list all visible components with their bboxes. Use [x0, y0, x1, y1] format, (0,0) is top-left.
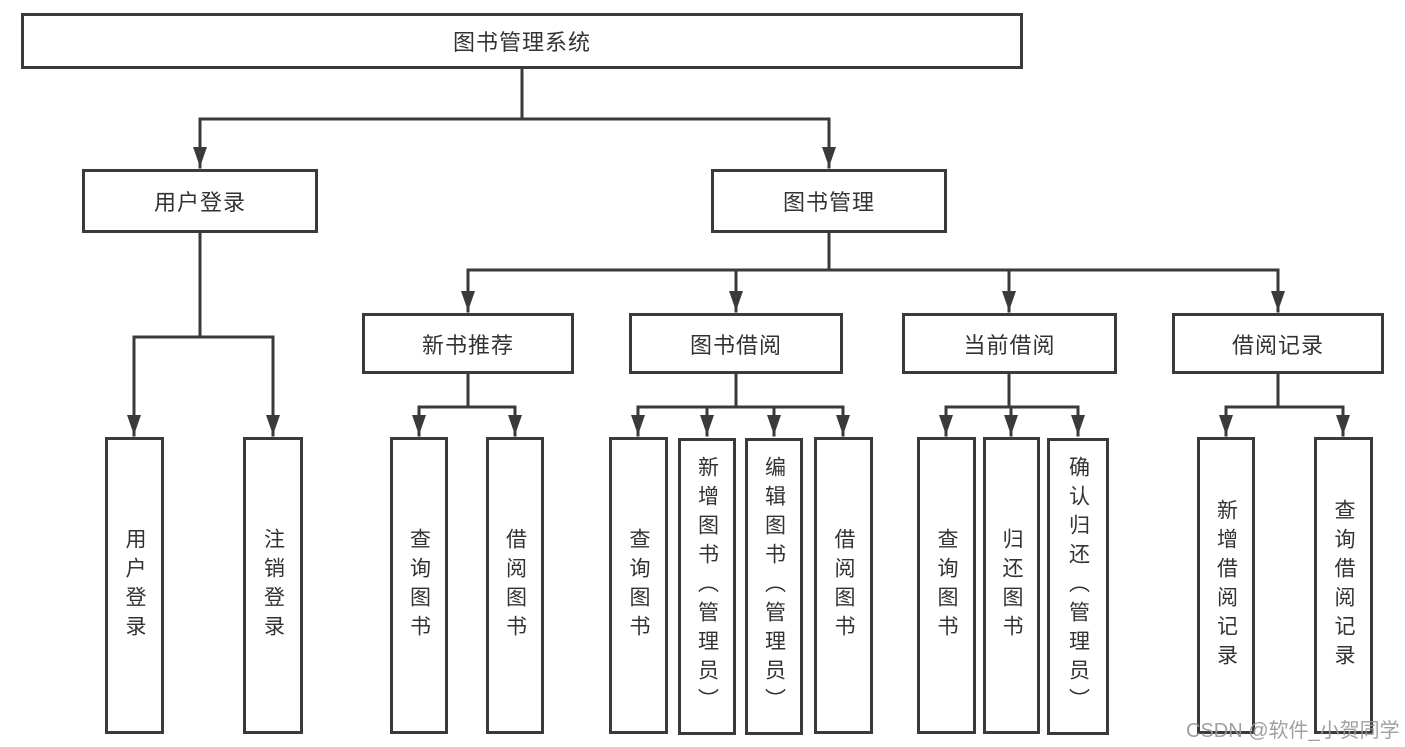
leaf-logout: 注销登录 [243, 437, 303, 734]
node-new-book-rec: 新书推荐 [362, 313, 574, 374]
leaf-borrow-books-1-label: 借阅图书 [503, 527, 527, 644]
leaf-user-login: 用户登录 [105, 437, 164, 734]
leaf-query-borrow-record-label: 查询借阅记录 [1332, 498, 1355, 673]
leaf-return-books: 归还图书 [983, 437, 1040, 734]
leaf-confirm-return-admin-label: 确认归还（管理员） [1066, 456, 1090, 717]
leaf-query-books-3-label: 查询图书 [935, 527, 958, 644]
leaf-add-books-admin: 新增图书（管理员） [678, 438, 736, 735]
leaf-query-books-2: 查询图书 [609, 437, 668, 734]
leaf-edit-books-admin: 编辑图书（管理员） [745, 438, 803, 735]
node-root-label: 图书管理系统 [452, 30, 591, 55]
leaf-borrow-books-1: 借阅图书 [486, 437, 544, 734]
leaf-borrow-books-2: 借阅图书 [814, 437, 873, 734]
leaf-borrow-books-2-label: 借阅图书 [832, 527, 855, 644]
node-book-borrow-label: 图书借阅 [689, 332, 782, 358]
leaf-confirm-return-admin: 确认归还（管理员） [1047, 438, 1109, 735]
node-borrow-records-label: 借阅记录 [1231, 332, 1324, 358]
node-current-borrow: 当前借阅 [902, 313, 1117, 374]
leaf-return-books-label: 归还图书 [1000, 527, 1023, 644]
watermark-text: CSDN @软件_小贺同学 [1186, 720, 1400, 742]
node-book-borrow: 图书借阅 [629, 313, 843, 374]
leaf-user-login-label: 用户登录 [123, 527, 146, 644]
node-current-borrow-label: 当前借阅 [963, 332, 1056, 358]
node-new-book-rec-label: 新书推荐 [421, 332, 514, 358]
node-borrow-records: 借阅记录 [1172, 313, 1384, 374]
node-book-mgmt-label: 图书管理 [782, 190, 875, 215]
leaf-edit-books-admin-label: 编辑图书（管理员） [762, 456, 786, 717]
node-book-mgmt: 图书管理 [711, 169, 947, 233]
leaf-query-books-3: 查询图书 [917, 437, 976, 734]
leaf-query-books-1-label: 查询图书 [407, 527, 431, 644]
leaf-query-books-1: 查询图书 [390, 437, 448, 734]
leaf-add-borrow-record-label: 新增借阅记录 [1214, 498, 1238, 673]
leaf-query-borrow-record: 查询借阅记录 [1314, 437, 1373, 734]
leaf-add-borrow-record: 新增借阅记录 [1197, 437, 1255, 734]
leaf-query-books-2-label: 查询图书 [627, 527, 650, 644]
node-user-login: 用户登录 [82, 169, 318, 233]
node-root: 图书管理系统 [21, 13, 1023, 69]
node-user-login-label: 用户登录 [153, 190, 246, 215]
leaf-logout-label: 注销登录 [261, 527, 285, 644]
leaf-add-books-admin-label: 新增图书（管理员） [695, 456, 719, 717]
